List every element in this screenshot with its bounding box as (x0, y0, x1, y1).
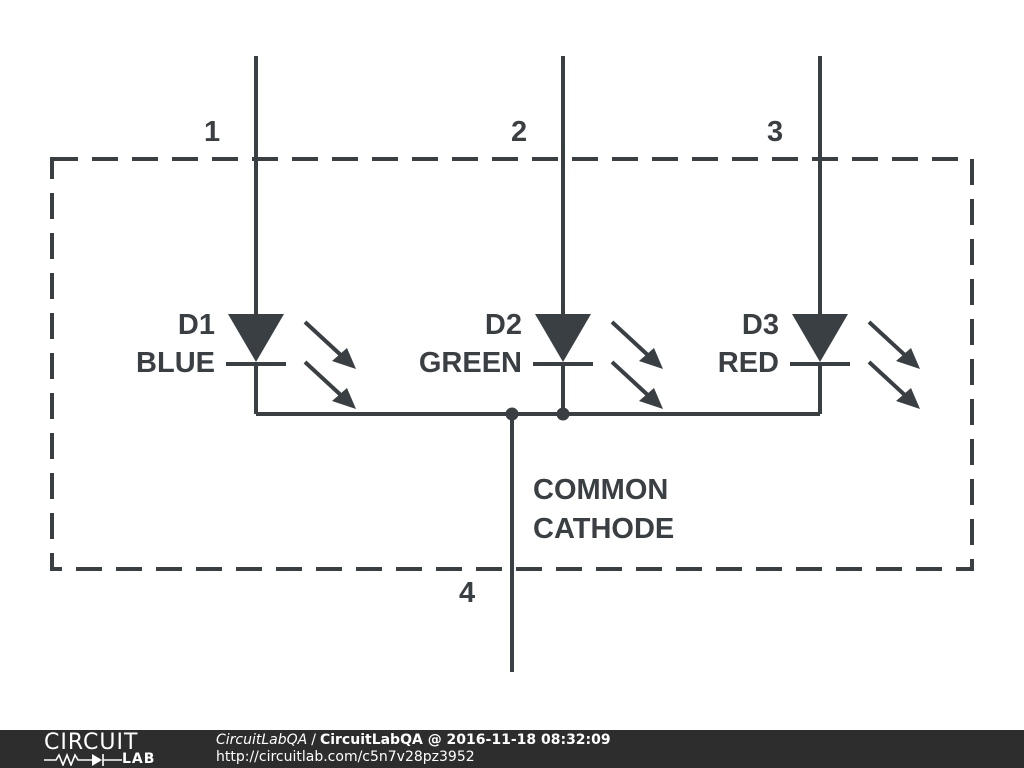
d1-arrowhead-2 (332, 388, 356, 409)
d3-color-label: RED (718, 347, 779, 379)
cathode-label: CATHODE (533, 513, 674, 545)
common-label: COMMON (533, 474, 668, 506)
d3-arrowhead-1 (896, 348, 920, 369)
d1-arrowhead-1 (332, 348, 356, 369)
d1-emission-arrow-2 (303, 360, 346, 400)
d3-arrowhead-2 (896, 388, 920, 409)
d2-arrowhead-2 (639, 388, 663, 409)
d1-emission-arrow-1 (303, 320, 346, 360)
d2-emission-arrow-1 (610, 320, 653, 360)
package-outline (50, 157, 974, 571)
d3-diode-symbol (792, 314, 848, 362)
d1-diode-symbol (228, 314, 284, 362)
d2-diode-symbol (535, 314, 591, 362)
logo-lab-text: LAB (122, 751, 156, 767)
d3-emission-arrow-1 (867, 320, 910, 360)
d2-emission-arrow-2 (610, 360, 653, 400)
d3-ref-label: D3 (742, 309, 779, 341)
d1-ref-label: D1 (178, 309, 215, 341)
circuit-title[interactable]: CircuitLabQA @ 2016-11-18 08:32:09 (319, 732, 611, 748)
pin2-label: 2 (511, 116, 527, 148)
d2-color-label: GREEN (419, 347, 522, 379)
resistor-diode-icon (44, 752, 122, 766)
footer-separator: / (311, 732, 316, 748)
junction-dot (505, 407, 519, 421)
pin1-label: 1 (204, 116, 220, 148)
author-link[interactable]: CircuitLabQA (216, 732, 308, 748)
footer-credit: CircuitLabQA/CircuitLabQA @ 2016-11-18 0… (216, 732, 611, 749)
circuit-url-link[interactable]: http://circuitlab.com/c5n7v28pz3952 (216, 749, 475, 765)
pin3-label: 3 (767, 116, 783, 148)
d1-color-label: BLUE (136, 347, 215, 379)
logo-circuit-text: CIRCUIT (44, 730, 139, 755)
circuitlab-logo[interactable]: CIRCUIT LAB (40, 730, 180, 768)
footer-bar: CIRCUIT LAB CircuitLabQA/CircuitLabQA @ … (0, 730, 1024, 768)
junction-dot (556, 407, 570, 421)
d2-ref-label: D2 (485, 309, 522, 341)
pin4-label: 4 (459, 577, 475, 609)
schematic-diagram: 1 2 3 4 D1 D2 D3 BLUE GREEN RED COMMON C… (50, 56, 974, 672)
d3-emission-arrow-2 (867, 360, 910, 400)
d2-arrowhead-1 (639, 348, 663, 369)
